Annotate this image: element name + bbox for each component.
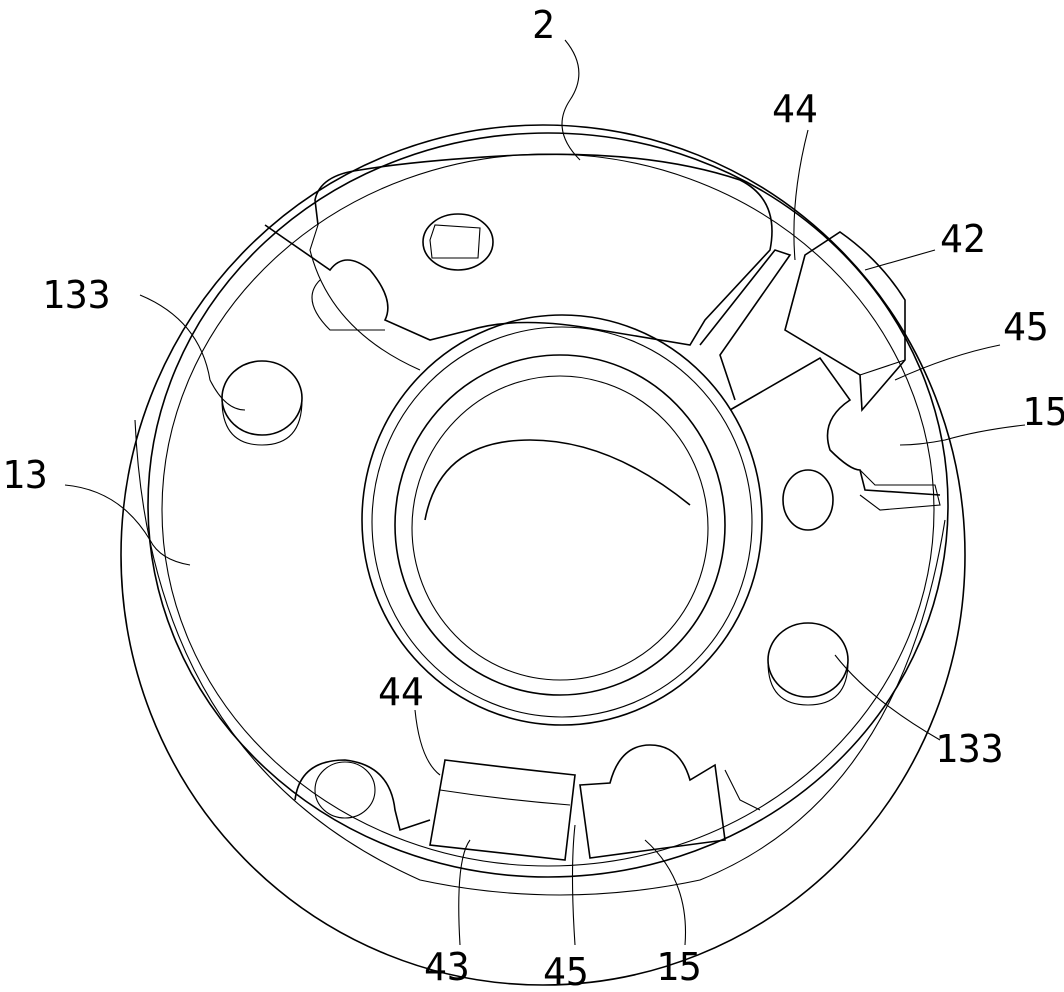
label-44-bottom: 44 [378,670,424,714]
outer-housing-edge [121,125,965,985]
boss-left-base [222,400,302,445]
label-13: 13 [2,453,48,497]
magnet-42-face [785,255,905,410]
label-42: 42 [940,217,986,261]
bottom-right-clip [725,770,760,810]
right-small-hole [783,470,833,530]
housing-inner-rim [162,154,934,866]
housing-rim [148,133,948,877]
housing-lower-band [135,420,945,895]
bore-ring-3 [395,355,725,695]
top-plate-edge [310,225,420,370]
label-45-bottom: 45 [543,950,589,992]
top-plate-hole-slot [430,225,480,258]
boss-right [768,623,848,697]
label-2: 2 [532,3,555,47]
bore-inner [425,440,690,520]
boss-right-base [768,662,848,705]
bore-ring-4 [412,376,708,680]
bottom-left-hole [315,762,375,818]
label-45-right: 45 [1003,305,1049,349]
top-plate-hole [423,214,493,270]
top-plate [265,154,772,345]
leader-lines [65,40,1025,945]
label-43: 43 [424,945,470,989]
label-44-top: 44 [772,87,818,131]
label-133-left: 133 [42,273,111,317]
boss-left [222,361,302,435]
magnet-43-top [440,790,570,805]
magnet-43 [430,760,575,860]
magnet-42 [785,232,905,410]
magnet-15-bottom [580,745,725,858]
label-15-right: 15 [1022,390,1064,434]
label-15-bottom: 15 [656,945,702,989]
bore-ring-2 [372,327,752,717]
label-133-right: 133 [935,727,1004,771]
